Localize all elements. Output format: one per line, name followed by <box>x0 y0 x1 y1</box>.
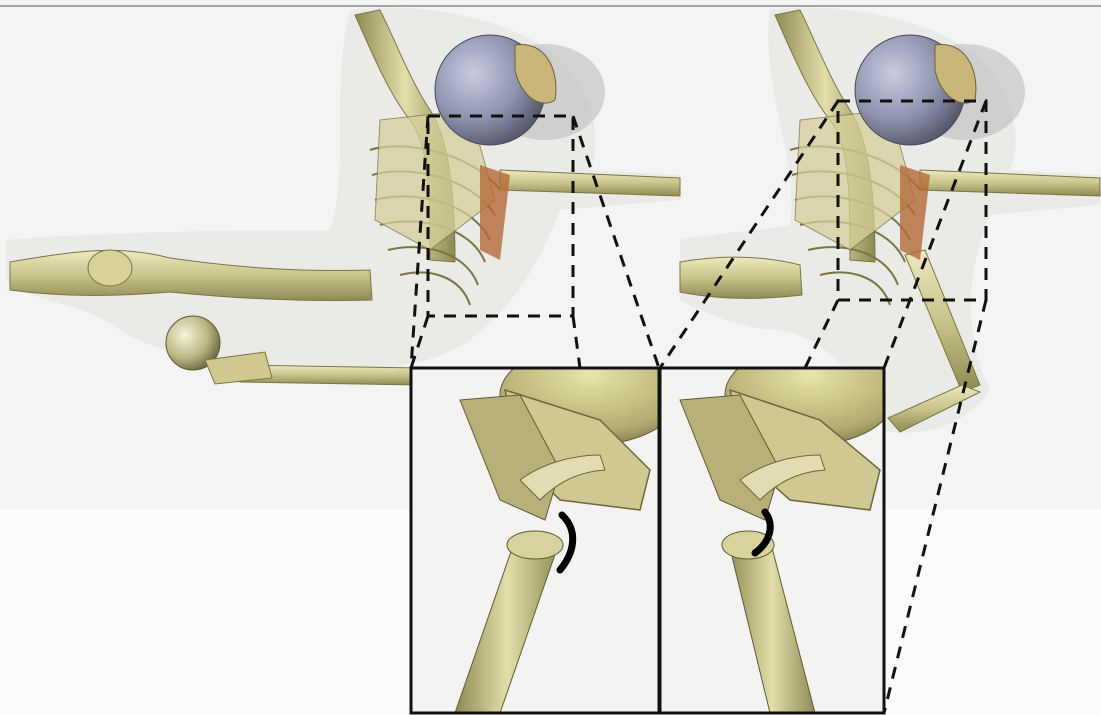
inset-left-humerus-head <box>507 531 563 559</box>
zoom-inset-right <box>660 345 895 713</box>
right-humerus <box>680 257 802 298</box>
zoom-inset-left <box>411 345 680 713</box>
left-elbow-joint <box>88 250 132 286</box>
